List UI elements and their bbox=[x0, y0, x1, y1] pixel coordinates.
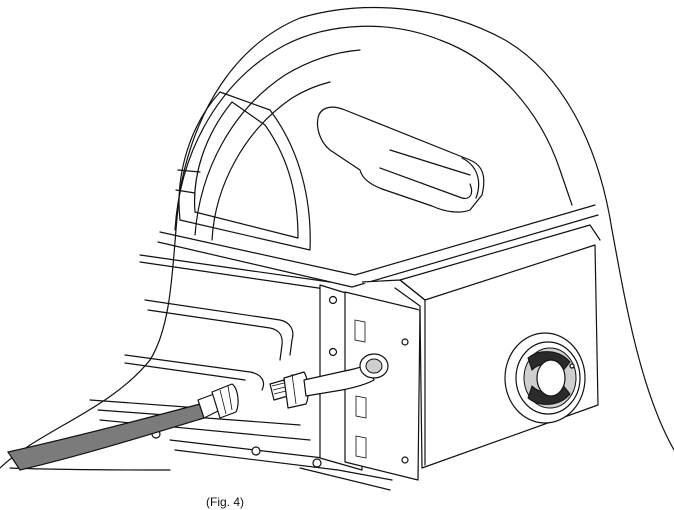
side-panel bbox=[89, 254, 396, 491]
gas-inlet-fitting bbox=[269, 353, 389, 409]
gas-hose-icon bbox=[7, 403, 205, 471]
grill-lid bbox=[157, 25, 599, 288]
hose-fitting-icon bbox=[197, 383, 239, 419]
grill-lid-handle-icon bbox=[316, 106, 485, 213]
figure-caption: (Fig. 4) bbox=[206, 495, 245, 509]
control-knob-icon bbox=[504, 332, 586, 424]
